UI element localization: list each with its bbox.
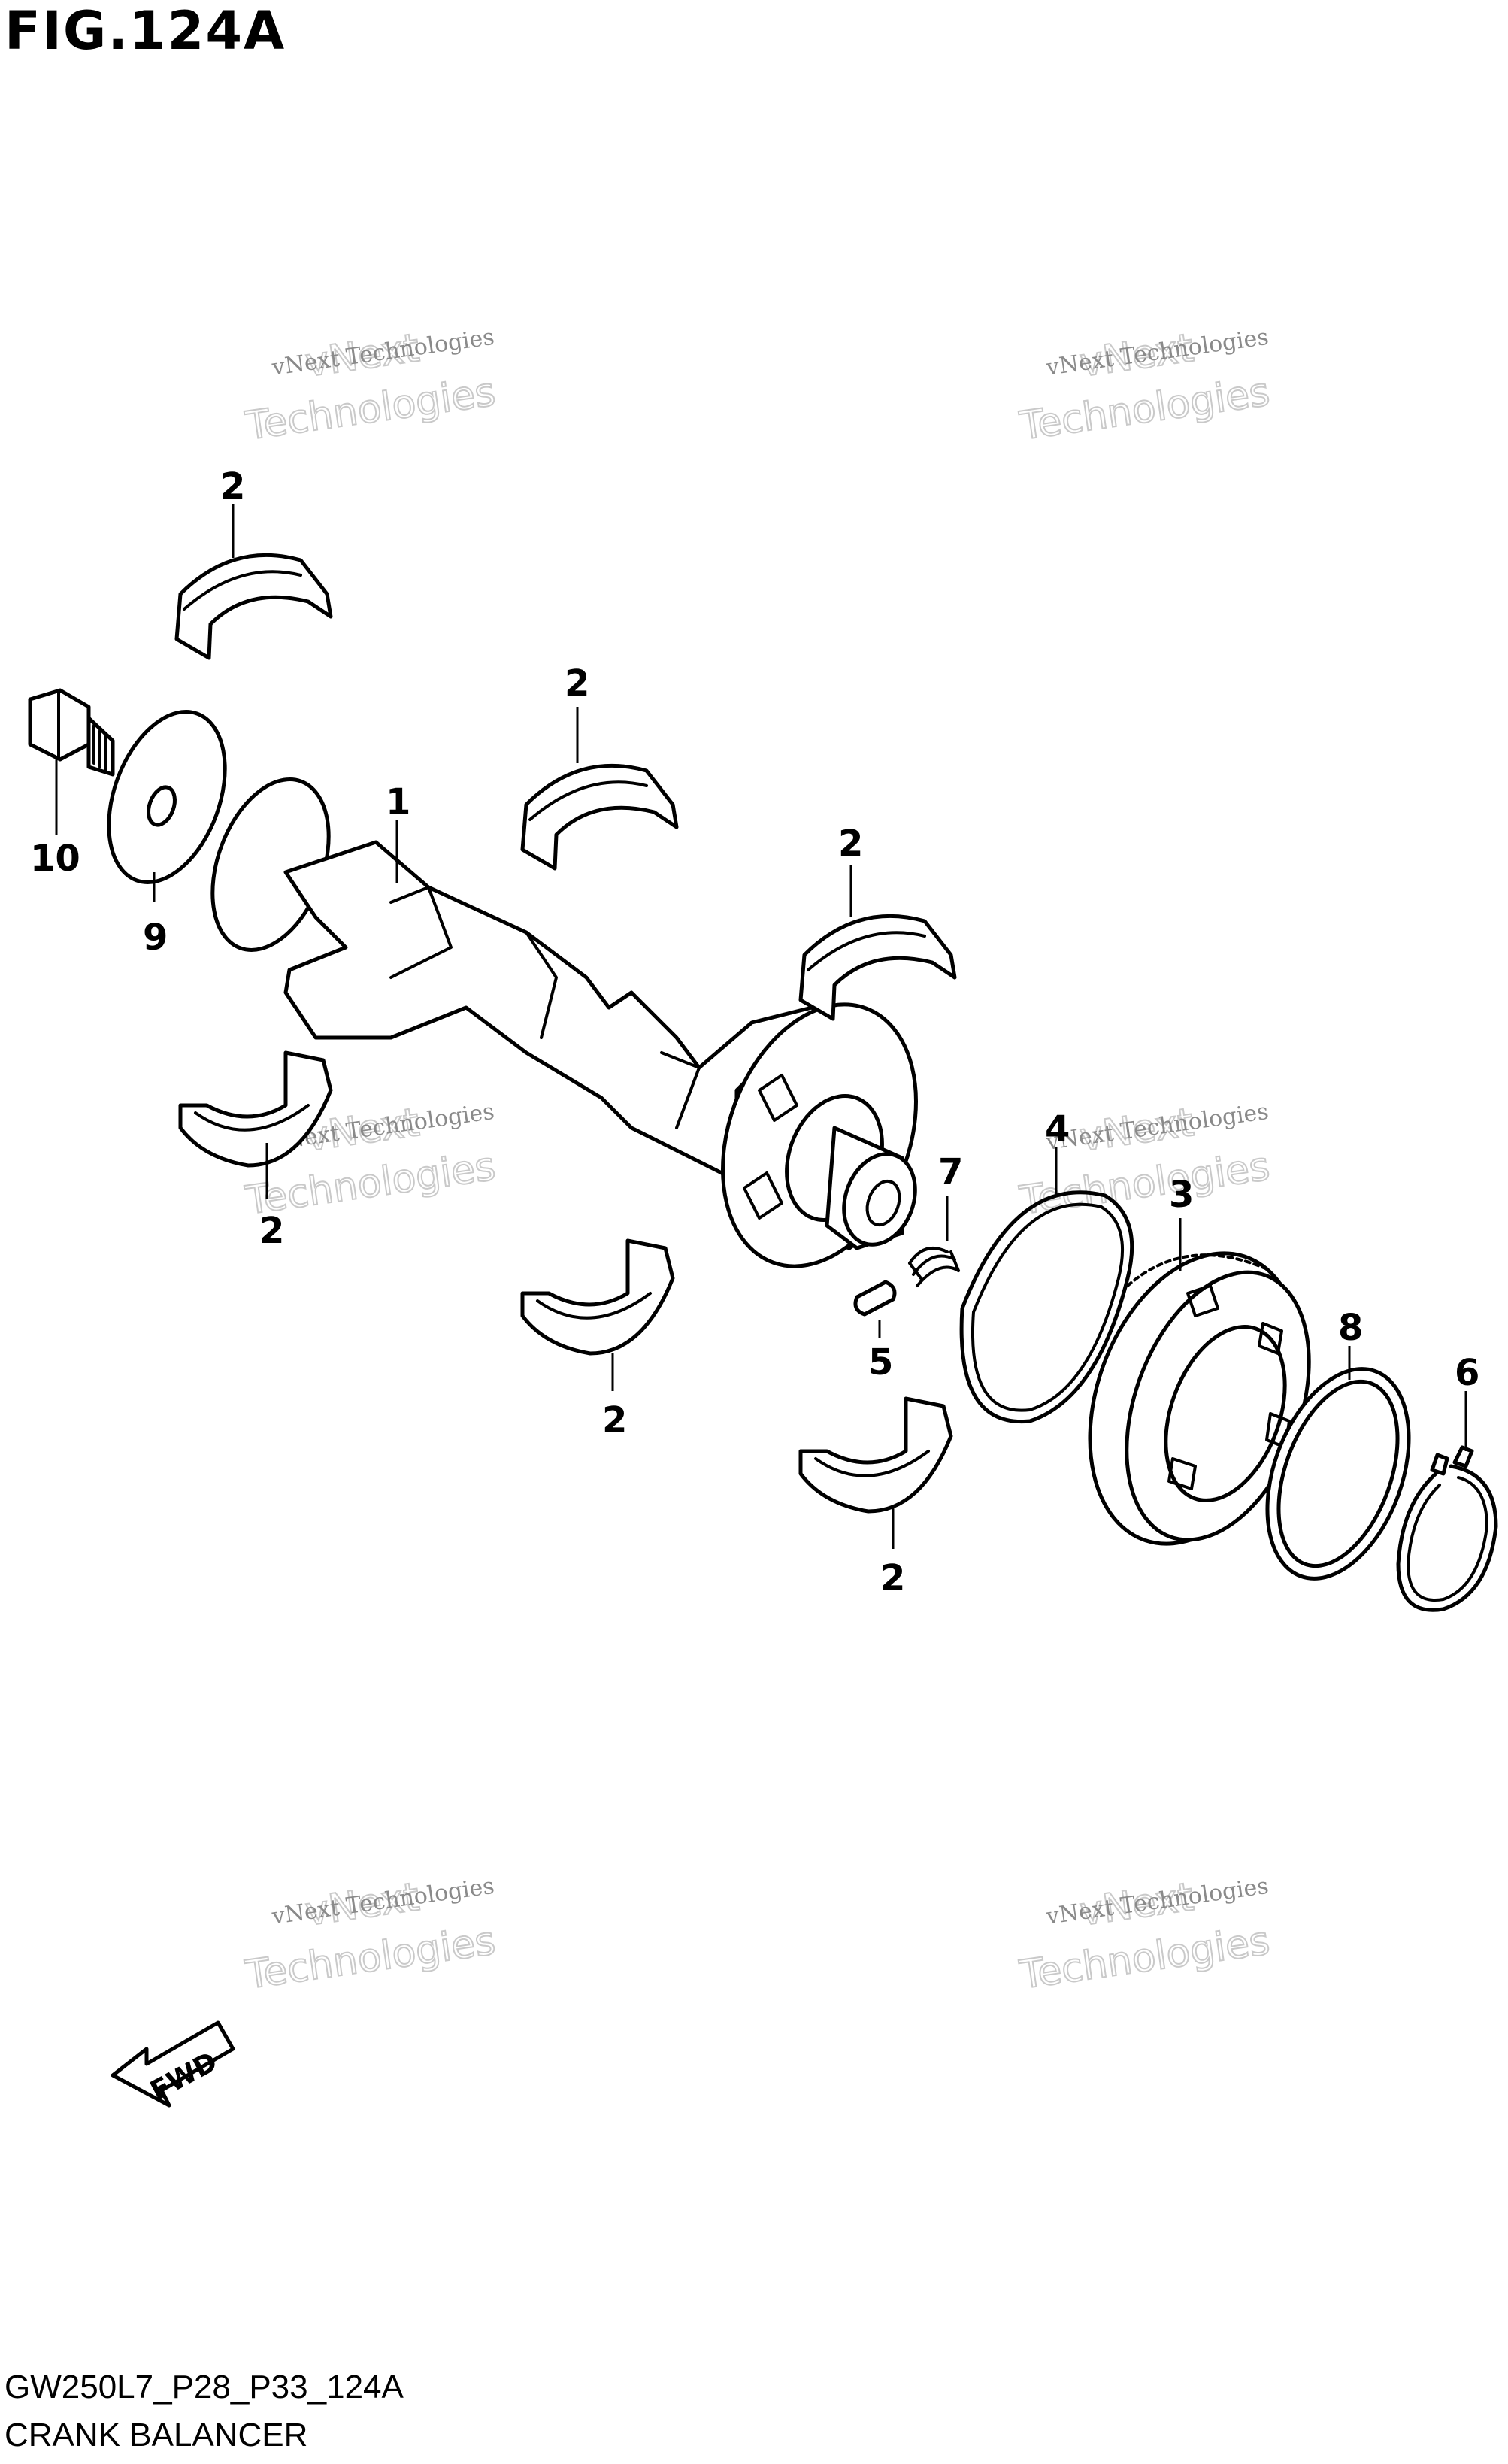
watermark-top-left: vNext vNext Technologies Technologies	[242, 324, 499, 450]
part-10-bolt	[28, 688, 115, 777]
part-4-o-ring	[959, 1190, 1134, 1424]
watermark-bottom-left: vNext vNext Technologies Technologies	[242, 1873, 499, 1999]
callout-1: 1	[386, 781, 410, 823]
figure-name: CRANK BALANCER	[5, 2417, 308, 2453]
callout-5: 5	[868, 1341, 893, 1384]
callout-2-a: 2	[220, 465, 245, 508]
part-7-spring	[908, 1247, 960, 1287]
callout-6: 6	[1455, 1352, 1479, 1394]
callout-2-c: 2	[838, 823, 863, 865]
callout-10: 10	[30, 838, 80, 880]
part-2-bearing-c	[798, 914, 957, 1021]
part-2-bearing-d	[178, 1050, 333, 1168]
svg-text:Technologies: Technologies	[1017, 1918, 1273, 1998]
callout-4: 4	[1045, 1108, 1070, 1150]
part-5-pin	[853, 1280, 897, 1317]
svg-text:Technologies: Technologies	[243, 1918, 498, 1998]
callout-2-e: 2	[602, 1399, 627, 1441]
figure-code: GW250L7_P28_P33_124A	[5, 2369, 404, 2405]
part-2-bearing-a	[174, 553, 333, 660]
watermark-top-right: vNext vNext Technologies Technologies	[1016, 324, 1273, 450]
fwd-direction-marker: FWD	[111, 2020, 235, 2108]
callout-2-b: 2	[565, 662, 589, 705]
callout-7: 7	[938, 1151, 963, 1193]
callout-2-f: 2	[880, 1557, 905, 1599]
svg-text:Technologies: Technologies	[243, 369, 498, 449]
callout-3: 3	[1169, 1174, 1194, 1216]
part-9-washer	[107, 710, 227, 884]
part-1-balancer-shaft	[210, 777, 918, 1268]
part-3-gear	[1088, 1251, 1311, 1546]
svg-text:Technologies: Technologies	[1017, 369, 1273, 449]
part-2-bearing-b	[520, 763, 679, 871]
callout-2-d: 2	[259, 1210, 284, 1252]
part-6-circlip	[1396, 1445, 1498, 1612]
leader-lines	[55, 504, 1467, 1549]
part-2-bearing-e	[520, 1238, 675, 1356]
part-8-washer	[1265, 1367, 1411, 1581]
callout-8: 8	[1338, 1307, 1363, 1349]
watermark-bottom-right: vNext vNext Technologies Technologies	[1016, 1873, 1273, 1999]
callout-9: 9	[143, 917, 168, 959]
figure-title: FIG.124A	[5, 0, 286, 62]
part-2-bearing-f	[798, 1396, 953, 1514]
